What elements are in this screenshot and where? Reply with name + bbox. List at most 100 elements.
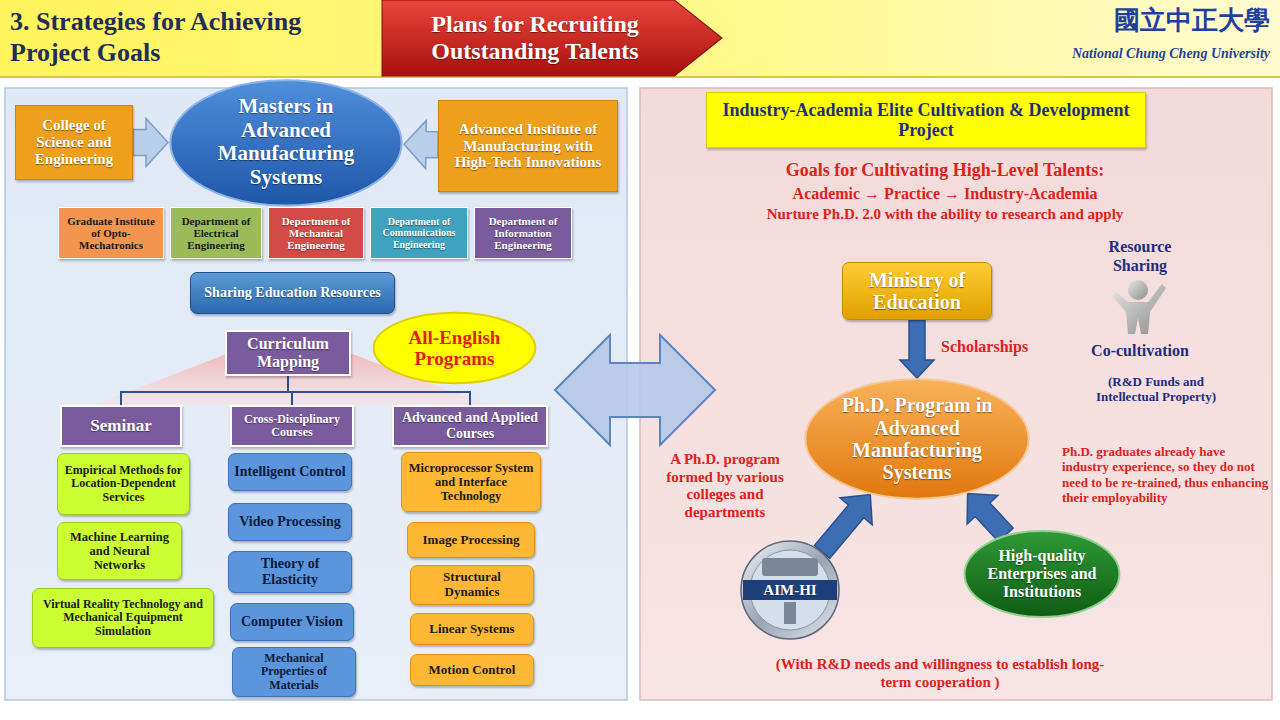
block-arrow [815,495,873,559]
note-text: 國立中正大學 [1080,6,1270,37]
department-box: Department of Information Engineering [474,207,572,259]
course-box: Structural Dynamics [410,565,534,604]
node-text: Microprocessor System and Interface Tech… [402,459,540,505]
node-text: Virtual Reality Technology and Mechanica… [33,596,213,640]
node-text: Linear Systems [411,620,533,639]
note-text: Co-cultivation [1070,342,1210,361]
node-text: High-quality Enterprises and Institution… [963,547,1121,601]
program-ellipse: Masters in Advanced Manufacturing System… [168,79,404,207]
node-text: Intelligent Control [229,462,351,482]
node-text: Video Processing [229,512,351,532]
course-box: Theory of Elasticity [228,551,352,592]
program-ellipse: Ph.D. Program in Advanced Manufacturing … [803,378,1031,500]
note-text: Academic → Practice → Industry-Academia [715,185,1175,204]
node-text: Structural Dynamics [411,568,533,601]
connector [900,320,934,378]
connector [404,121,438,169]
node-text: Advanced Institute of Manufacturing with… [439,119,617,173]
node-text: Ministry of Education [843,267,991,316]
node-text: Seminar [62,414,180,437]
tree-line [121,376,288,405]
connector [815,495,873,559]
logo-badge: AIM-HI [740,540,840,640]
node-text: Advanced and Applied Courses [394,408,546,443]
note-text: Ph.D. graduates already have industry ex… [1062,444,1274,505]
note-text: Resource Sharing [1085,238,1195,276]
department-box: Department of Electrical Engineering [170,207,262,259]
node-text: College of Science and Engineering [16,115,132,169]
machine-icon [762,558,818,576]
course-box: Machine Learning and Neural Networks [57,522,182,580]
node-text: AIM-HI [740,582,840,599]
course-box: Intelligent Control [228,453,352,491]
slide-title: 3. Strategies for Achieving Project Goal… [10,6,375,68]
course-box: Mechanical Properties of Materials [232,647,356,697]
node-text: Computer Vision [231,612,353,632]
node-text: Mechanical Properties of Materials [233,650,355,694]
header-band [0,0,1280,76]
ministry-box: Ministry of Education [842,262,992,320]
note-text: Nurture Ph.D. 2.0 with the ability to re… [705,206,1185,224]
node-text: Image Processing [408,531,534,550]
note-text: National Chung Cheng University [1030,46,1270,63]
resource-box: Sharing Education Resources [190,272,395,314]
highlight-ellipse: All-English Programs [372,312,537,384]
node-text: Department of Electrical Engineering [171,213,261,254]
course-box: Empirical Methods for Location-Dependent… [57,453,190,515]
node-text: Sharing Education Resources [191,283,394,303]
edge-label: Scholarships [941,338,1028,357]
category-box: Cross-Disciplinary Courses [230,405,354,447]
connector [967,494,1013,542]
badge-ring [741,541,839,639]
node-text: Masters in Advanced Manufacturing System… [168,95,404,189]
unit-box: College of Science and Engineering [15,105,133,180]
block-arrow [404,121,438,169]
course-box: Computer Vision [230,603,354,641]
node-text: Industry-Academia Elite Cultivation & De… [707,98,1145,142]
category-box: Advanced and Applied Courses [392,405,548,447]
node-text: All-English Programs [372,327,537,370]
note-text: (R&D Funds and Intellectual Property) [1078,374,1234,405]
course-box: Image Processing [407,522,535,558]
course-box: Linear Systems [410,613,534,645]
block-arrow [967,494,1013,542]
node-text: Department of Communications Engineering [371,214,467,252]
note-text: Goals for Cultivating High-Level Talents… [715,160,1175,181]
category-box: Seminar [60,405,182,447]
person-figure [1112,280,1166,334]
course-box: Video Processing [228,503,352,541]
node-text: Department of Mechanical Engineering [269,213,363,254]
course-box: Motion Control [410,654,534,686]
mapping-box: Curriculum Mapping [225,330,351,376]
node-text: Motion Control [411,661,533,680]
partner-ellipse: High-quality Enterprises and Institution… [963,530,1121,618]
banner-arrow: Plans for Recruiting Outstanding Talents [382,0,722,76]
block-arrow [133,119,168,167]
department-box: Department of Mechanical Engineering [268,207,364,259]
node-text: Empirical Methods for Location-Dependent… [58,462,189,506]
note-text: A Ph.D. program formed by various colleg… [650,451,800,522]
node-text: Plans for Recruiting Outstanding Talents [382,11,722,65]
note-text: (With R&D needs and willingness to estab… [770,656,1110,691]
unit-box: Advanced Institute of Manufacturing with… [438,100,618,192]
block-arrow [900,320,934,378]
course-box: Virtual Reality Technology and Mechanica… [32,588,214,648]
connector [133,119,168,167]
project-box: Industry-Academia Elite Cultivation & De… [706,92,1146,148]
double-arrow [555,335,715,445]
node-text: Cross-Disciplinary Courses [232,411,352,442]
left-panel [5,88,627,700]
node-text: Graduate Institute of Opto-Mechatronics [59,213,163,254]
node-text: Machine Learning and Neural Networks [58,528,181,574]
department-box: Graduate Institute of Opto-Mechatronics [58,207,164,259]
node-text: Theory of Elasticity [229,554,351,589]
node-text: Ph.D. Program in Advanced Manufacturing … [803,394,1031,484]
node-text: Curriculum Mapping [227,333,349,373]
arrow-outline [382,0,722,76]
node-text: Department of Information Engineering [475,213,571,254]
machine-icon [784,602,796,624]
right-panel [640,88,1272,700]
connector [121,376,288,405]
course-box: Microprocessor System and Interface Tech… [401,452,541,512]
department-box: Department of Communications Engineering [370,207,468,259]
